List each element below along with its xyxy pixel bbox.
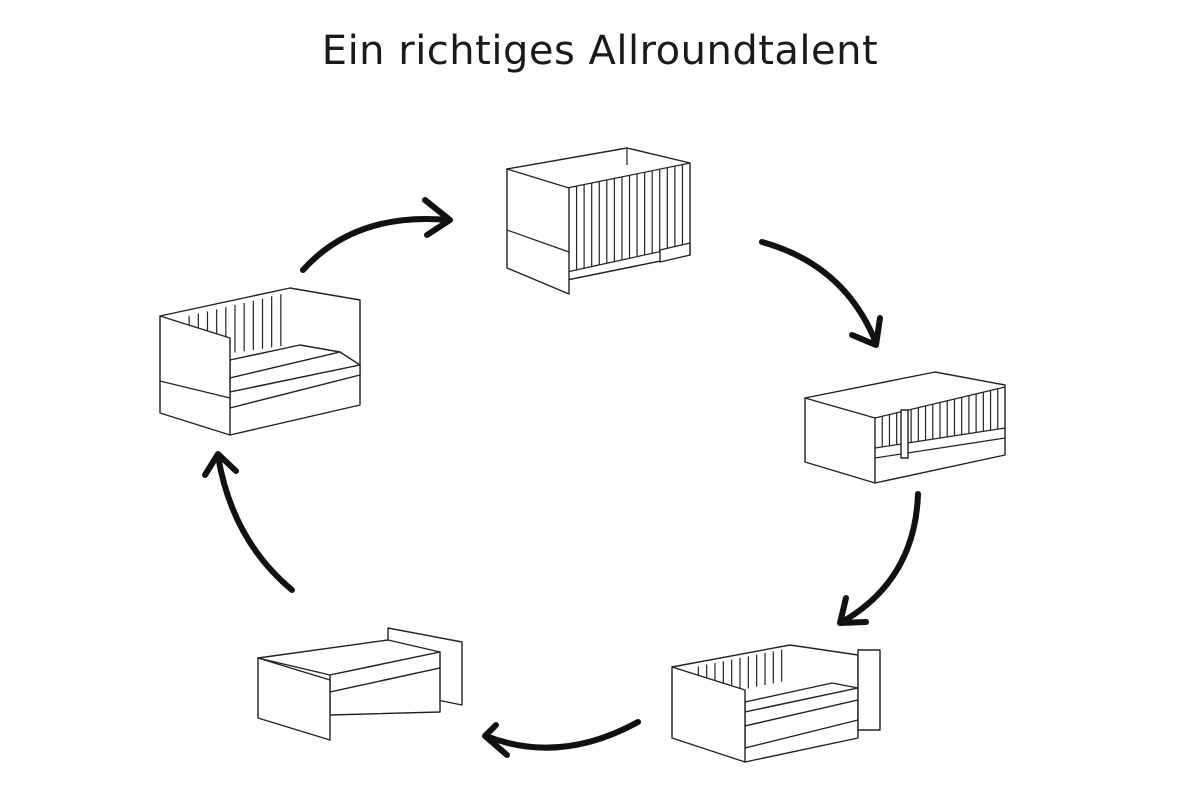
- arrow-right: [837, 491, 921, 626]
- page-title: Ein richtiges Allroundtalent: [321, 28, 879, 74]
- baby-crib-drawing: [506, 147, 691, 295]
- sofa-bed-with-drawer-drawing: [671, 644, 881, 763]
- arrow-left: [202, 451, 295, 593]
- sofa-bed-with-backrest-drawing: [159, 287, 361, 436]
- junior-bed-drawing: [257, 627, 463, 741]
- arrow-bottom: [482, 719, 641, 758]
- crib-with-removable-rails-drawing: [804, 371, 1006, 484]
- arrow-top-left: [300, 197, 453, 273]
- arrow-top-right: [759, 239, 883, 348]
